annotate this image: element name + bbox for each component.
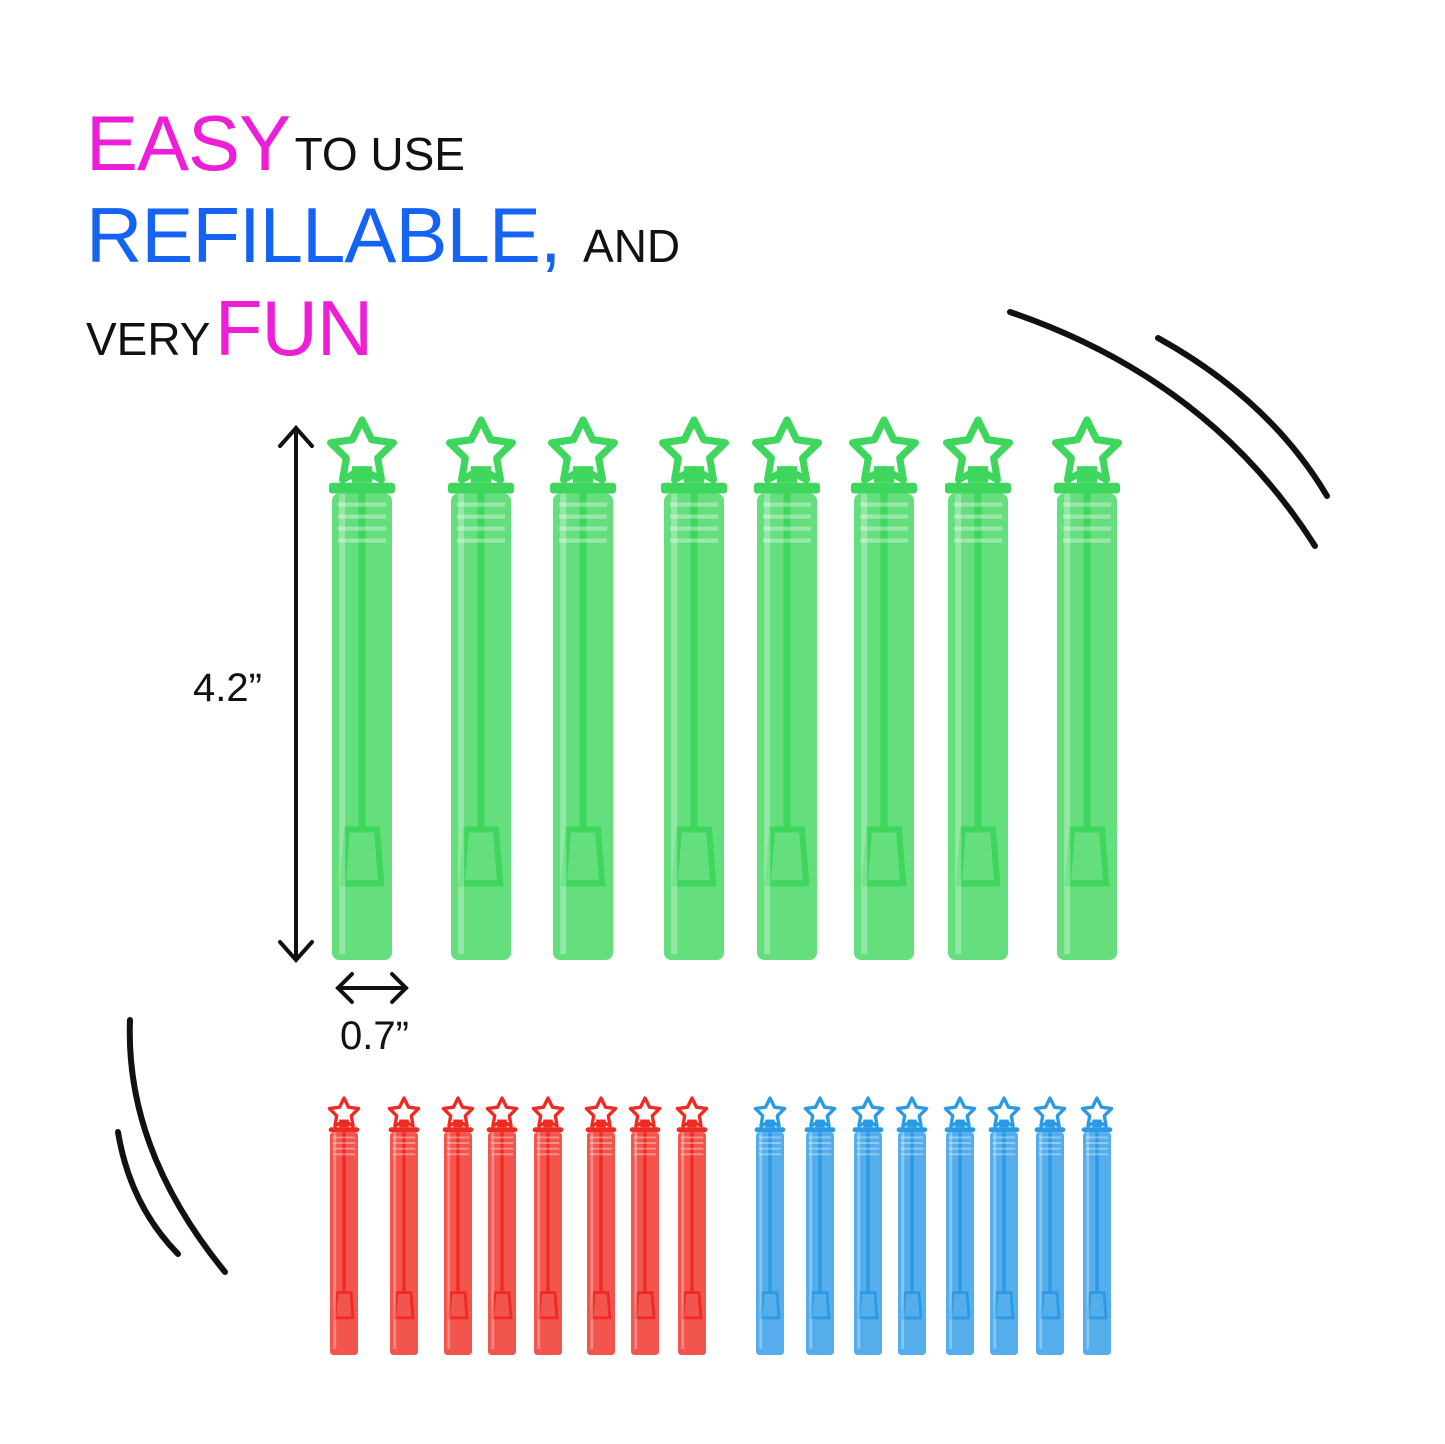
red-bubble-wand	[327, 1096, 361, 1355]
green-bubble-wand	[848, 416, 920, 960]
headline-to-use: TO USE	[294, 128, 465, 180]
blue-bubble-wand	[1033, 1096, 1067, 1355]
headline-line-3: VERY FUN	[86, 283, 373, 374]
headline-refillable: REFILLABLE,	[86, 191, 562, 279]
green-bubble-wand	[658, 416, 730, 960]
blue-bubble-wand	[803, 1096, 837, 1355]
headline-and: AND	[583, 220, 681, 272]
blue-bubble-wand	[1080, 1096, 1114, 1355]
width-label: 0.7”	[340, 1014, 409, 1058]
red-bubble-wand	[628, 1096, 662, 1355]
red-bubble-wand	[675, 1096, 709, 1355]
red-bubble-wand	[531, 1096, 565, 1355]
height-arrow	[278, 424, 314, 964]
red-bubble-wand	[441, 1096, 475, 1355]
blue-bubble-wand	[753, 1096, 787, 1355]
blue-bubble-wand	[851, 1096, 885, 1355]
headline-line-2: REFILLABLE, AND	[86, 190, 680, 281]
motion-arcs-top-right	[1007, 309, 1330, 549]
headline-line-1: EASY TO USE	[86, 98, 465, 189]
headline-very: VERY	[86, 313, 211, 365]
green-bubble-wand	[751, 416, 823, 960]
blue-bubble-wand	[943, 1096, 977, 1355]
red-bubble-wand	[387, 1096, 421, 1355]
green-bubble-wand	[942, 416, 1014, 960]
green-bubble-wand	[547, 416, 619, 960]
headline-easy: EASY	[86, 99, 291, 187]
red-bubble-wand	[584, 1096, 618, 1355]
green-bubble-wand	[1051, 416, 1123, 960]
motion-arcs-bottom-left	[115, 1017, 228, 1275]
height-label: 4.2”	[193, 666, 262, 710]
red-bubble-wand	[485, 1096, 519, 1355]
width-arrow	[335, 972, 409, 1004]
blue-bubble-wand	[987, 1096, 1021, 1355]
headline-fun: FUN	[214, 284, 373, 372]
blue-bubble-wand	[895, 1096, 929, 1355]
green-bubble-wand	[446, 416, 517, 960]
green-bubble-wand	[327, 416, 397, 960]
